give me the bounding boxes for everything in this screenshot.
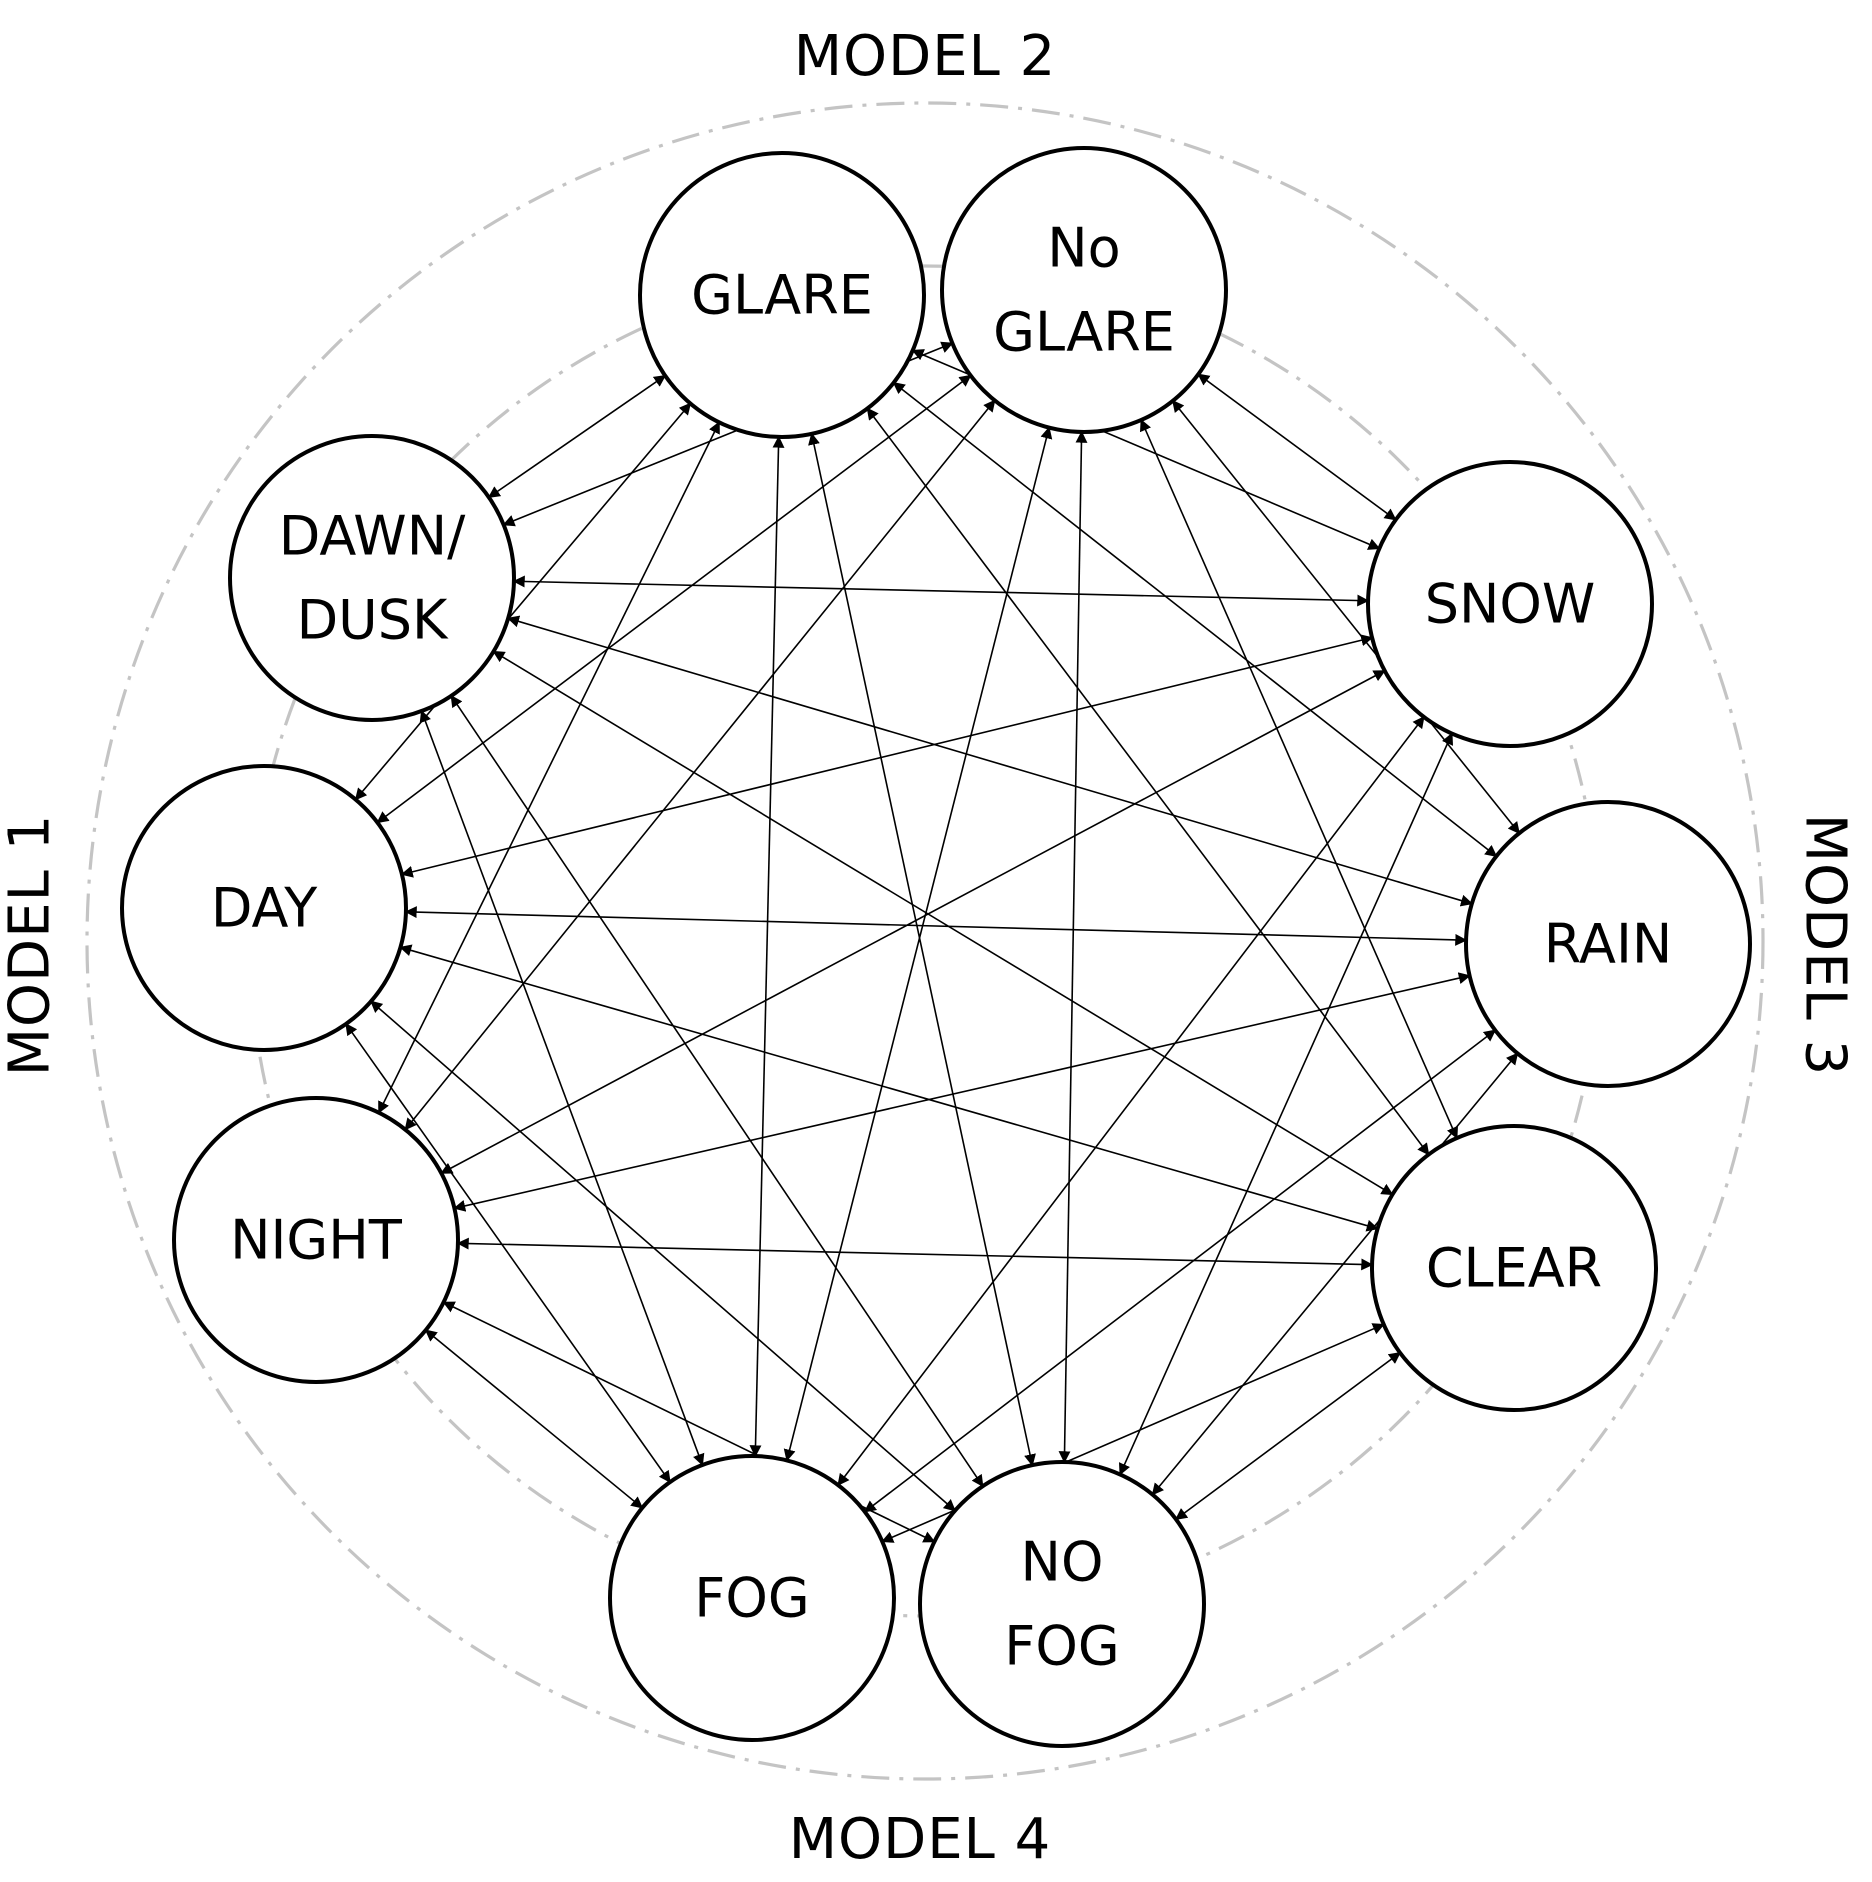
edge-snow-no-fog xyxy=(1118,732,1454,1476)
node-snow: SNOW xyxy=(1366,460,1654,748)
node-circle-no-glare xyxy=(940,146,1228,434)
node-circle-glare xyxy=(638,151,926,439)
edge-no-glare-fog xyxy=(783,426,1053,1462)
node-circle-day xyxy=(120,764,408,1052)
edge-snow-night xyxy=(440,670,1386,1174)
node-label-no-fog: NO xyxy=(1021,1531,1104,1594)
node-label-day: DAY xyxy=(211,877,318,940)
model-3-label: MODEL 3 xyxy=(1793,814,1858,1077)
node-label-snow: SNOW xyxy=(1425,573,1596,636)
edge-glare-clear xyxy=(866,407,1430,1156)
node-no-fog: NO FOG xyxy=(918,1460,1206,1748)
node-glare: GLARE xyxy=(638,151,926,439)
nodes-layer: GLARENoGLARESNOWRAINCLEARNOFOGFOGNIGHTDA… xyxy=(120,146,1752,1748)
node-label-night: NIGHT xyxy=(230,1209,403,1272)
edge-glare-fog xyxy=(749,435,785,1458)
node-label-rain: RAIN xyxy=(1544,913,1673,976)
node-label-no-fog: FOG xyxy=(1004,1615,1119,1678)
node-circle-dawn-dusk xyxy=(228,434,516,722)
node-label-clear: CLEAR xyxy=(1426,1237,1602,1300)
node-circle-fog xyxy=(608,1454,896,1742)
node-label-dawn-dusk: DUSK xyxy=(297,589,449,652)
edge-rain-day xyxy=(404,906,1468,946)
node-day: DAY xyxy=(120,764,408,1052)
node-label-fog: FOG xyxy=(694,1567,809,1630)
edge-clear-night xyxy=(456,1237,1374,1271)
edge-fog-night xyxy=(424,1329,644,1509)
edge-no-glare-no-fog xyxy=(1058,430,1088,1464)
node-label-no-glare: GLARE xyxy=(993,301,1175,364)
model-4-label: MODEL 4 xyxy=(789,1807,1052,1872)
model-2-label: MODEL 2 xyxy=(794,24,1057,89)
node-rain: RAIN xyxy=(1464,800,1752,1088)
edge-rain-night xyxy=(453,972,1471,1212)
node-circle-rain xyxy=(1464,800,1752,1088)
node-circle-clear xyxy=(1370,1124,1658,1412)
model-1-label: MODEL 1 xyxy=(0,814,63,1077)
node-fog: FOG xyxy=(608,1454,896,1742)
node-night: NIGHT xyxy=(172,1096,460,1384)
edge-clear-no-fog xyxy=(1174,1351,1402,1521)
node-label-dawn-dusk: DAWN/ xyxy=(279,505,466,568)
outer-guide-circle xyxy=(85,101,1765,1781)
node-circle-no-fog xyxy=(918,1460,1206,1748)
edges-layer xyxy=(345,341,1520,1543)
node-circle-night xyxy=(172,1096,460,1384)
node-clear: CLEAR xyxy=(1370,1124,1658,1412)
node-circle-snow xyxy=(1366,460,1654,748)
node-label-no-glare: No xyxy=(1047,217,1120,280)
edge-snow-dawn-dusk xyxy=(512,575,1370,607)
node-dawn-dusk: DAWN/DUSK xyxy=(228,434,516,722)
edge-no-glare-snow xyxy=(1197,373,1397,521)
node-label-glare: GLARE xyxy=(691,264,873,327)
edge-no-fog-dawn-dusk xyxy=(450,694,984,1488)
edge-fog-dawn-dusk xyxy=(419,709,705,1467)
edge-glare-dawn-dusk xyxy=(487,374,667,499)
edge-clear-dawn-dusk xyxy=(492,650,1394,1196)
